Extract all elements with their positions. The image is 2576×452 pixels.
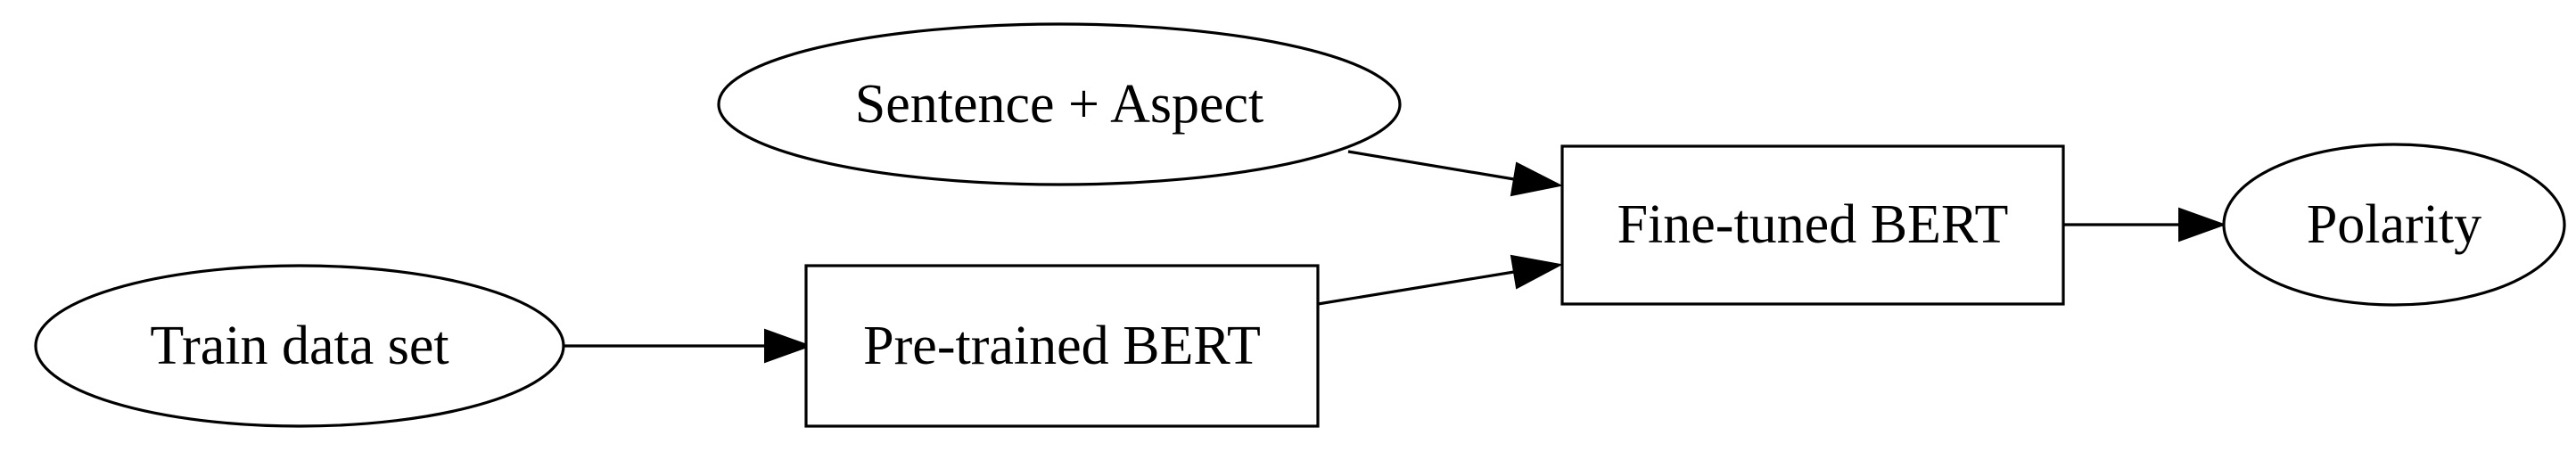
arrowhead-icon [1510,161,1564,197]
node-polarity: Polarity [2222,143,2566,307]
edge-sentence-aspect-to-finetuned-bert [1347,150,1564,197]
arrowhead-icon [1510,254,1564,290]
node-label-pretrained-bert: Pre-trained BERT [863,316,1261,376]
node-finetuned-bert: Fine-tuned BERT [1560,144,2065,306]
node-label-sentence-aspect: Sentence + Aspect [855,74,1264,135]
node-train-data-set: Train data set [34,264,565,428]
node-sentence-aspect: Sentence + Aspect [717,22,1402,186]
node-label-train-data-set: Train data set [150,316,449,376]
edges [564,150,2226,364]
edge-train-data-set-to-pretrained-bert [564,328,812,364]
node-label-finetuned-bert: Fine-tuned BERT [1617,194,2009,255]
arrowhead-icon [2178,207,2226,242]
arrowhead-icon [764,328,812,364]
node-label-polarity: Polarity [2307,194,2481,255]
nodes: Train data set Sentence + Aspect Pre-tra… [34,22,2566,428]
edge-pretrained-bert-to-finetuned-bert [1317,254,1564,306]
edge-finetuned-bert-to-polarity [2063,207,2226,242]
node-pretrained-bert: Pre-trained BERT [804,264,1320,428]
